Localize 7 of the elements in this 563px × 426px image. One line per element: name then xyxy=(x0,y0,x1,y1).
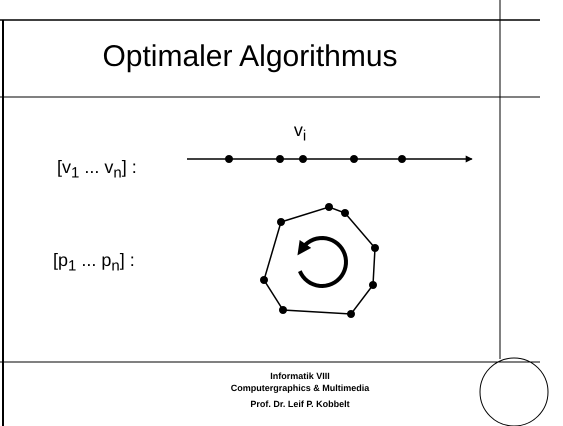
slide-title: Optimaler Algorithmus xyxy=(101,40,399,74)
footer-text: Computergraphics & Multimedia xyxy=(230,383,370,393)
footer-text: Prof. Dr. Leif P. Kobbelt xyxy=(250,399,350,409)
polygon-label: [p$_{1}$ ... p$_{n}$] : xyxy=(53,250,135,275)
footer-text: Informatik VIII xyxy=(270,371,330,381)
sequence-label: [v$_{1}$ ... v$_{n}$] : xyxy=(57,157,137,182)
vertex-label: v$_{i}$ xyxy=(294,120,306,145)
